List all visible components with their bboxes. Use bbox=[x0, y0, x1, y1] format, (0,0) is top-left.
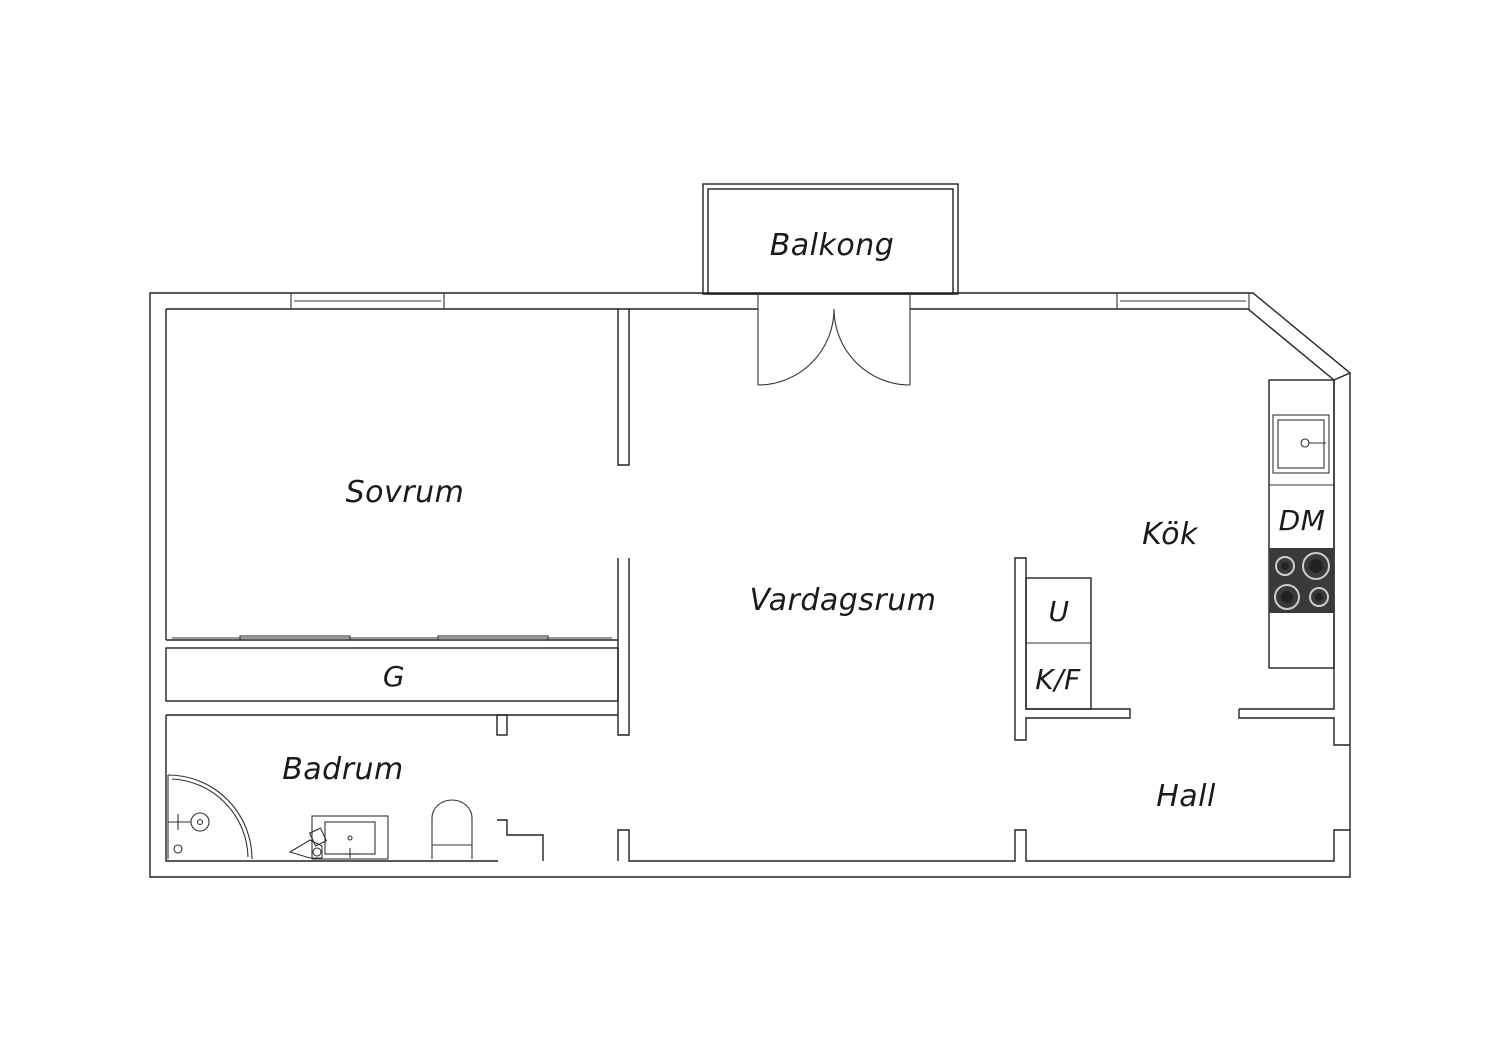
label-ugn: U bbox=[1049, 595, 1070, 628]
window-sovrum bbox=[290, 292, 445, 310]
label-diskmaskin: DM bbox=[1279, 504, 1326, 537]
balcony bbox=[702, 183, 959, 295]
wardrobe bbox=[165, 647, 619, 702]
room-label-hall: Hall bbox=[1156, 779, 1216, 814]
room-label-kok: Kök bbox=[1142, 517, 1199, 552]
kitchen-counter bbox=[1268, 379, 1335, 669]
label-kyl-frys: K/F bbox=[1035, 663, 1081, 696]
window-kok bbox=[1116, 292, 1250, 310]
balcony-door bbox=[757, 293, 911, 386]
bathroom-walls bbox=[165, 714, 618, 862]
washbasin-icon bbox=[288, 815, 389, 860]
shower-icon bbox=[167, 774, 253, 860]
bottom-inner-wall bbox=[617, 829, 1350, 862]
sink bbox=[1272, 414, 1330, 474]
room-label-badrum: Badrum bbox=[282, 752, 404, 787]
room-label-vardagsrum: Vardagsrum bbox=[750, 583, 937, 618]
appliance-column bbox=[1025, 577, 1092, 710]
top-inner-wall bbox=[166, 292, 1335, 381]
label-garderob: G bbox=[383, 660, 405, 693]
toilet-icon bbox=[431, 799, 473, 859]
outer-walls bbox=[149, 292, 1351, 878]
room-label-balkong: Balkong bbox=[770, 228, 895, 263]
bedroom-walls bbox=[165, 309, 630, 736]
room-label-sovrum: Sovrum bbox=[346, 475, 465, 510]
